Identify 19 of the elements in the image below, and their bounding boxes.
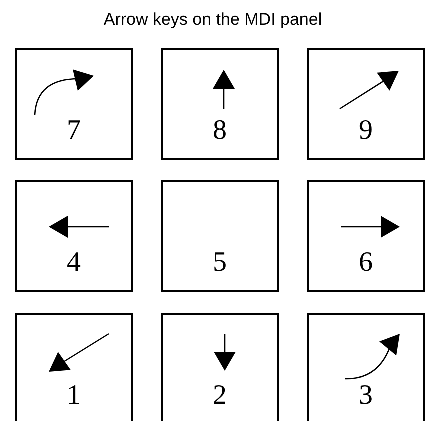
- key-number: 5: [212, 246, 228, 280]
- key-number: 9: [358, 114, 374, 148]
- key-number: 3: [358, 379, 374, 413]
- key: [307, 313, 425, 421]
- key: [307, 48, 425, 160]
- key: [15, 313, 133, 421]
- key: [15, 180, 133, 292]
- key-number: 7: [66, 114, 82, 148]
- key: [307, 180, 425, 292]
- key: [161, 180, 279, 292]
- key: [161, 313, 279, 421]
- key-number: 2: [212, 379, 228, 413]
- key-number: 1: [66, 379, 82, 413]
- key: [161, 48, 279, 160]
- key-number: 8: [212, 114, 228, 148]
- title: Arrow keys on the MDI panel: [102, 10, 324, 30]
- key-number: 6: [358, 246, 374, 280]
- key: [15, 48, 133, 160]
- key-number: 4: [66, 246, 82, 280]
